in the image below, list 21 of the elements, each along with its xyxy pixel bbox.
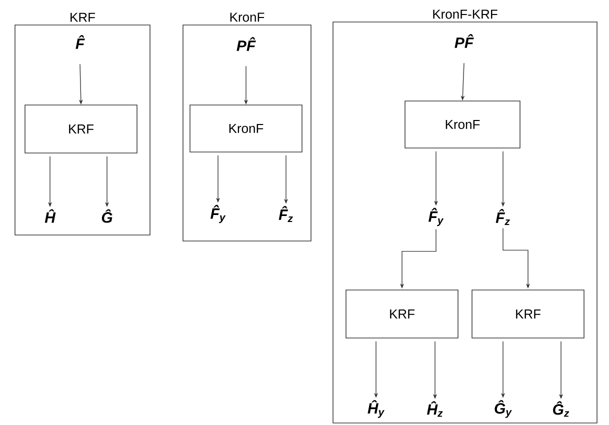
process-box: KRF bbox=[346, 290, 458, 338]
symbol-label: Ĥ bbox=[44, 209, 56, 223]
symbol-label: F̂ bbox=[76, 35, 85, 49]
symbol-label: Ĥ$_{y}$ bbox=[368, 400, 385, 418]
panel-title: KronF-KRF bbox=[433, 10, 498, 19]
process-box: KRF bbox=[472, 290, 584, 338]
symbol-label: Ĥ$_{z}$ bbox=[426, 401, 443, 417]
process-box: KronF bbox=[190, 104, 302, 152]
symbol-label: F̂$_{z}$ bbox=[496, 209, 510, 225]
process-box: KronF bbox=[404, 100, 520, 148]
symbol-label: F̂$_{y}$ bbox=[210, 204, 226, 224]
symbol-label: Ĝ$_{z}$ bbox=[553, 401, 570, 417]
symbol-label: Ĝ bbox=[102, 209, 112, 223]
symbol-label: Ĝ$_{y}$ bbox=[494, 400, 512, 418]
panel-title: KRF bbox=[70, 12, 95, 22]
panel-title: KronF bbox=[230, 12, 264, 22]
process-box: KRF bbox=[24, 104, 138, 154]
symbol-label: PF̂ bbox=[236, 37, 256, 51]
symbol-label: F̂$_{y}$ bbox=[428, 208, 444, 226]
symbol-label: F̂$_{z}$ bbox=[278, 206, 293, 222]
symbol-label: PF̂ bbox=[454, 34, 474, 48]
